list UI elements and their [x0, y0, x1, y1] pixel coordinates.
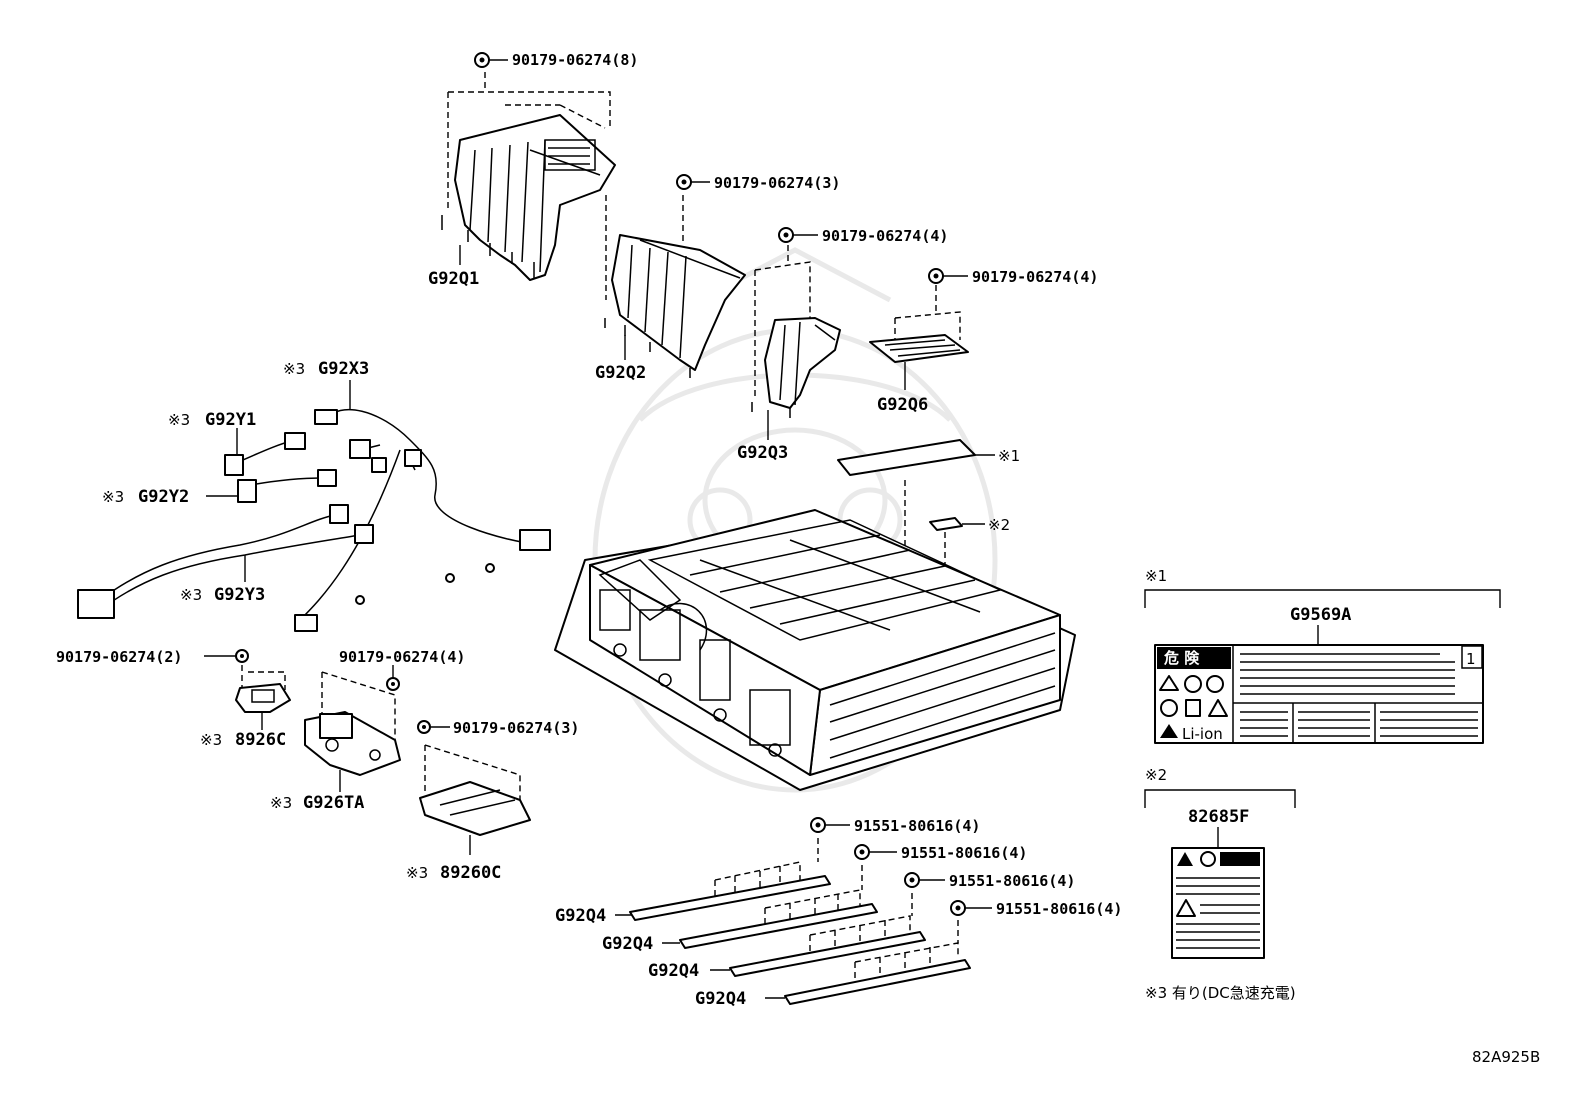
explosion-icon: [1160, 699, 1178, 717]
sensor-8926c: [235, 665, 291, 713]
warning-triangle-icon: [1159, 675, 1179, 691]
nut-g92q6-icon: [928, 268, 968, 284]
detail-2-header: ※2: [1145, 766, 1167, 784]
bolt-4-icon: [950, 900, 992, 916]
ref-1-label: ※1: [998, 447, 1020, 465]
shock-warning-small-icon: [1176, 899, 1196, 917]
strip-g92q4-c: [729, 893, 926, 977]
harness-g92y1: [224, 432, 306, 476]
g92q2-label: G92Q2: [595, 363, 646, 383]
bolt-2-icon: [854, 844, 897, 860]
harness-g92x3: [294, 408, 551, 632]
g92q6-plate: [869, 285, 969, 363]
strip-g92q4-d: [784, 920, 971, 1005]
detail-1-bracket: [1144, 589, 1501, 608]
82685f-label: 82685F: [1188, 807, 1249, 827]
strip-g92q4-a: [629, 838, 831, 921]
g92q4-d-label: G92Q4: [695, 989, 746, 1009]
harness-g92y2: [237, 469, 337, 503]
nut-89260c-icon: [417, 720, 450, 734]
g9569a-label: G9569A: [1290, 605, 1351, 625]
battery-pack: [554, 509, 1076, 791]
bolt-3-icon: [904, 872, 945, 888]
nut-top-label: 90179-06274(8): [512, 51, 638, 69]
g926ta-label: G926TA: [303, 793, 364, 813]
goggles-icon: [1206, 675, 1224, 693]
g9569a-decal: 危 険 1 Li-ion: [1154, 644, 1484, 744]
nut-g92q3-label: 90179-06274(4): [822, 227, 948, 245]
ref-3-g926ta: ※3: [270, 794, 292, 812]
g9569a-battery-text: Li-ion: [1182, 725, 1223, 743]
bolt-1-label: 91551-80616(4): [854, 817, 980, 835]
ref-3-g92y1: ※3: [168, 411, 190, 429]
bolt-1-icon: [810, 817, 850, 833]
g92y2-label: G92Y2: [138, 487, 189, 507]
bolt-3-label: 91551-80616(4): [949, 872, 1075, 890]
g92q6-label: G92Q6: [877, 395, 928, 415]
no-open-icon: [1200, 851, 1216, 867]
ref-3-8926c: ※3: [200, 731, 222, 749]
89260c-label: 89260C: [440, 863, 501, 883]
detail-1-header: ※1: [1145, 567, 1167, 585]
label-sheet-1: [837, 439, 995, 476]
g92x3-label: G92X3: [318, 359, 369, 379]
g92q3-bracket: [751, 245, 841, 418]
ref-2-label: ※2: [988, 516, 1010, 534]
82685f-decal: [1171, 847, 1265, 959]
g92q3-label: G92Q3: [737, 443, 788, 463]
shock-warning-icon: [1208, 699, 1228, 717]
bolt-2-label: 91551-80616(4): [901, 844, 1027, 862]
8926c-label: 8926C: [235, 730, 286, 750]
nut-89260c-label: 90179-06274(3): [453, 719, 579, 737]
ref-3-89260c: ※3: [406, 864, 428, 882]
nut-mid-icon: [676, 174, 710, 190]
g92q4-b-label: G92Q4: [602, 934, 653, 954]
g92q1-label: G92Q1: [428, 269, 479, 289]
nut-g926ta-icon: [386, 665, 400, 691]
label-sheet-2: [929, 517, 985, 531]
g92y3-label: G92Y3: [214, 585, 265, 605]
nut-mid-label: 90179-06274(3): [714, 174, 840, 192]
unit-89260c: [419, 744, 531, 836]
g92q1-bracket: [441, 72, 616, 281]
g92q4-c-label: G92Q4: [648, 961, 699, 981]
ref-3-g92y3: ※3: [180, 586, 202, 604]
nut-g926ta-label: 90179-06274(4): [339, 648, 465, 666]
nut-top-icon: [474, 52, 508, 68]
g9569a-page-num: 1: [1466, 650, 1476, 668]
unit-g926ta: [304, 671, 401, 776]
manual-icon: [1185, 699, 1201, 717]
nut-8926c-label: 90179-06274(2): [56, 648, 182, 666]
warning-triangle-small-icon: [1177, 852, 1193, 866]
g92q2-bracket: [604, 195, 746, 378]
g92y1-label: G92Y1: [205, 410, 256, 430]
harness-g92y3: [77, 504, 374, 619]
diagram-code: 82A925B: [1472, 1048, 1540, 1066]
ref-3-g92x3: ※3: [283, 360, 305, 378]
g92q4-a-label: G92Q4: [555, 906, 606, 926]
bolt-4-label: 91551-80616(4): [996, 900, 1122, 918]
nut-g92q3-icon: [778, 227, 818, 243]
no-fire-icon: [1184, 675, 1202, 693]
g9569a-warning-text: 危 険: [1164, 649, 1200, 667]
ref-3-g92y2: ※3: [102, 488, 124, 506]
nut-8926c-icon: [204, 649, 249, 663]
nut-g92q6-label: 90179-06274(4): [972, 268, 1098, 286]
battery-symbol-icon: [1220, 852, 1260, 866]
footnote: ※3 有り(DC急速充電): [1145, 984, 1296, 1002]
battery-warning-icon: [1160, 724, 1178, 738]
strip-g92q4-b: [679, 865, 878, 949]
detail-2-bracket: [1144, 789, 1296, 808]
